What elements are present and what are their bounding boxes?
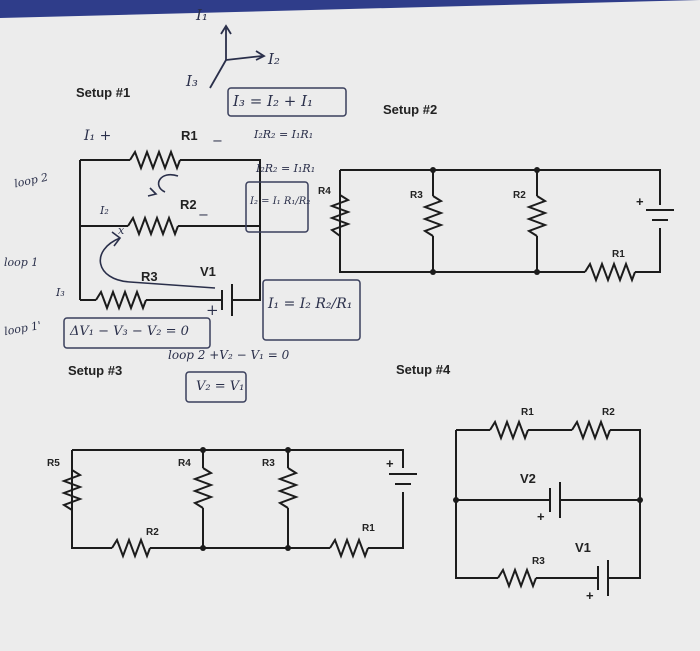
setup3-plus: + (386, 456, 394, 471)
setup4-junctions (453, 497, 643, 503)
equation-d: I₁ = I₂ R₂/R₁ (268, 296, 353, 312)
setup4-title: Setup #4 (396, 362, 451, 377)
setup4-v2-label: V2 (520, 471, 536, 486)
equation-boxes (63, 87, 361, 403)
setup4-r1-label: R1 (521, 407, 534, 418)
setup3-r4-label: R4 (178, 458, 191, 469)
handwritten-axes (209, 24, 266, 89)
setup2-r1-label: R1 (612, 249, 625, 260)
x-mark: x (118, 224, 125, 237)
setup3-r3-label: R3 (262, 458, 275, 469)
axis-i1-note: I₁ (196, 6, 208, 24)
setup2-circuit (329, 169, 674, 283)
v1-plus-mark: + (206, 301, 219, 319)
setup4-plus-v1: + (586, 588, 594, 603)
axis-i3-note: I₃ (186, 72, 198, 90)
setup4-plus-v2: + (537, 509, 545, 524)
setup3-title: Setup #3 (68, 363, 123, 378)
setup3-r1-label: R1 (362, 523, 375, 534)
current-i3-mark: I₃ (56, 286, 65, 299)
loop-arrows (99, 173, 216, 289)
setup4-r2-label: R2 (602, 407, 615, 418)
setup2-r4-label: R4 (318, 186, 331, 197)
setup2-plus: + (636, 194, 644, 209)
equation-c: I₂ = I₁ R₁/R₂ (250, 196, 311, 207)
current-i2-mark: I₂ (100, 204, 109, 217)
r2-minus-mark: − (198, 208, 209, 223)
current-i1-mark: I₁ + (84, 128, 112, 144)
voltage-equal-note: V₂ = V₁ (196, 379, 245, 394)
setup4-v1-label: V1 (575, 540, 591, 555)
setup1-r3-label: R3 (141, 269, 158, 284)
equation-a: I₂R₂ = I₁R₁ (254, 128, 314, 141)
setup1-r1-label: R1 (181, 128, 198, 143)
loop1-note: loop 1 (4, 256, 39, 269)
setup2-title: Setup #2 (383, 102, 438, 117)
kvl-loop1-equation: ΔV₁ − V₃ − V₂ = 0 (70, 324, 189, 339)
setup3-junctions (200, 447, 291, 551)
equation-b: I₂R₂ = I₁R₁ (256, 162, 316, 175)
r1-minus-mark: − (212, 134, 223, 149)
setup3-circuit (61, 449, 417, 559)
kvl-loop2-equation: loop 2 +V₂ − V₁ = 0 (168, 348, 290, 362)
junction-equation: I₃ = I₂ + I₁ (233, 92, 314, 110)
setup2-junctions (430, 167, 540, 275)
setup4-r3-label: R3 (532, 556, 545, 567)
setup2-r3-label: R3 (410, 190, 423, 201)
setup1-r2-label: R2 (180, 197, 197, 212)
setup3-r5-label: R5 (47, 458, 60, 469)
setup1-circuit (79, 149, 261, 316)
setup3-r2-label: R2 (146, 527, 159, 538)
setup1-title: Setup #1 (76, 85, 131, 100)
axis-i2-note: I₂ (268, 50, 280, 68)
setup4-circuit (455, 419, 641, 596)
setup2-r2-label: R2 (513, 190, 526, 201)
setup1-v1-label: V1 (200, 264, 216, 279)
